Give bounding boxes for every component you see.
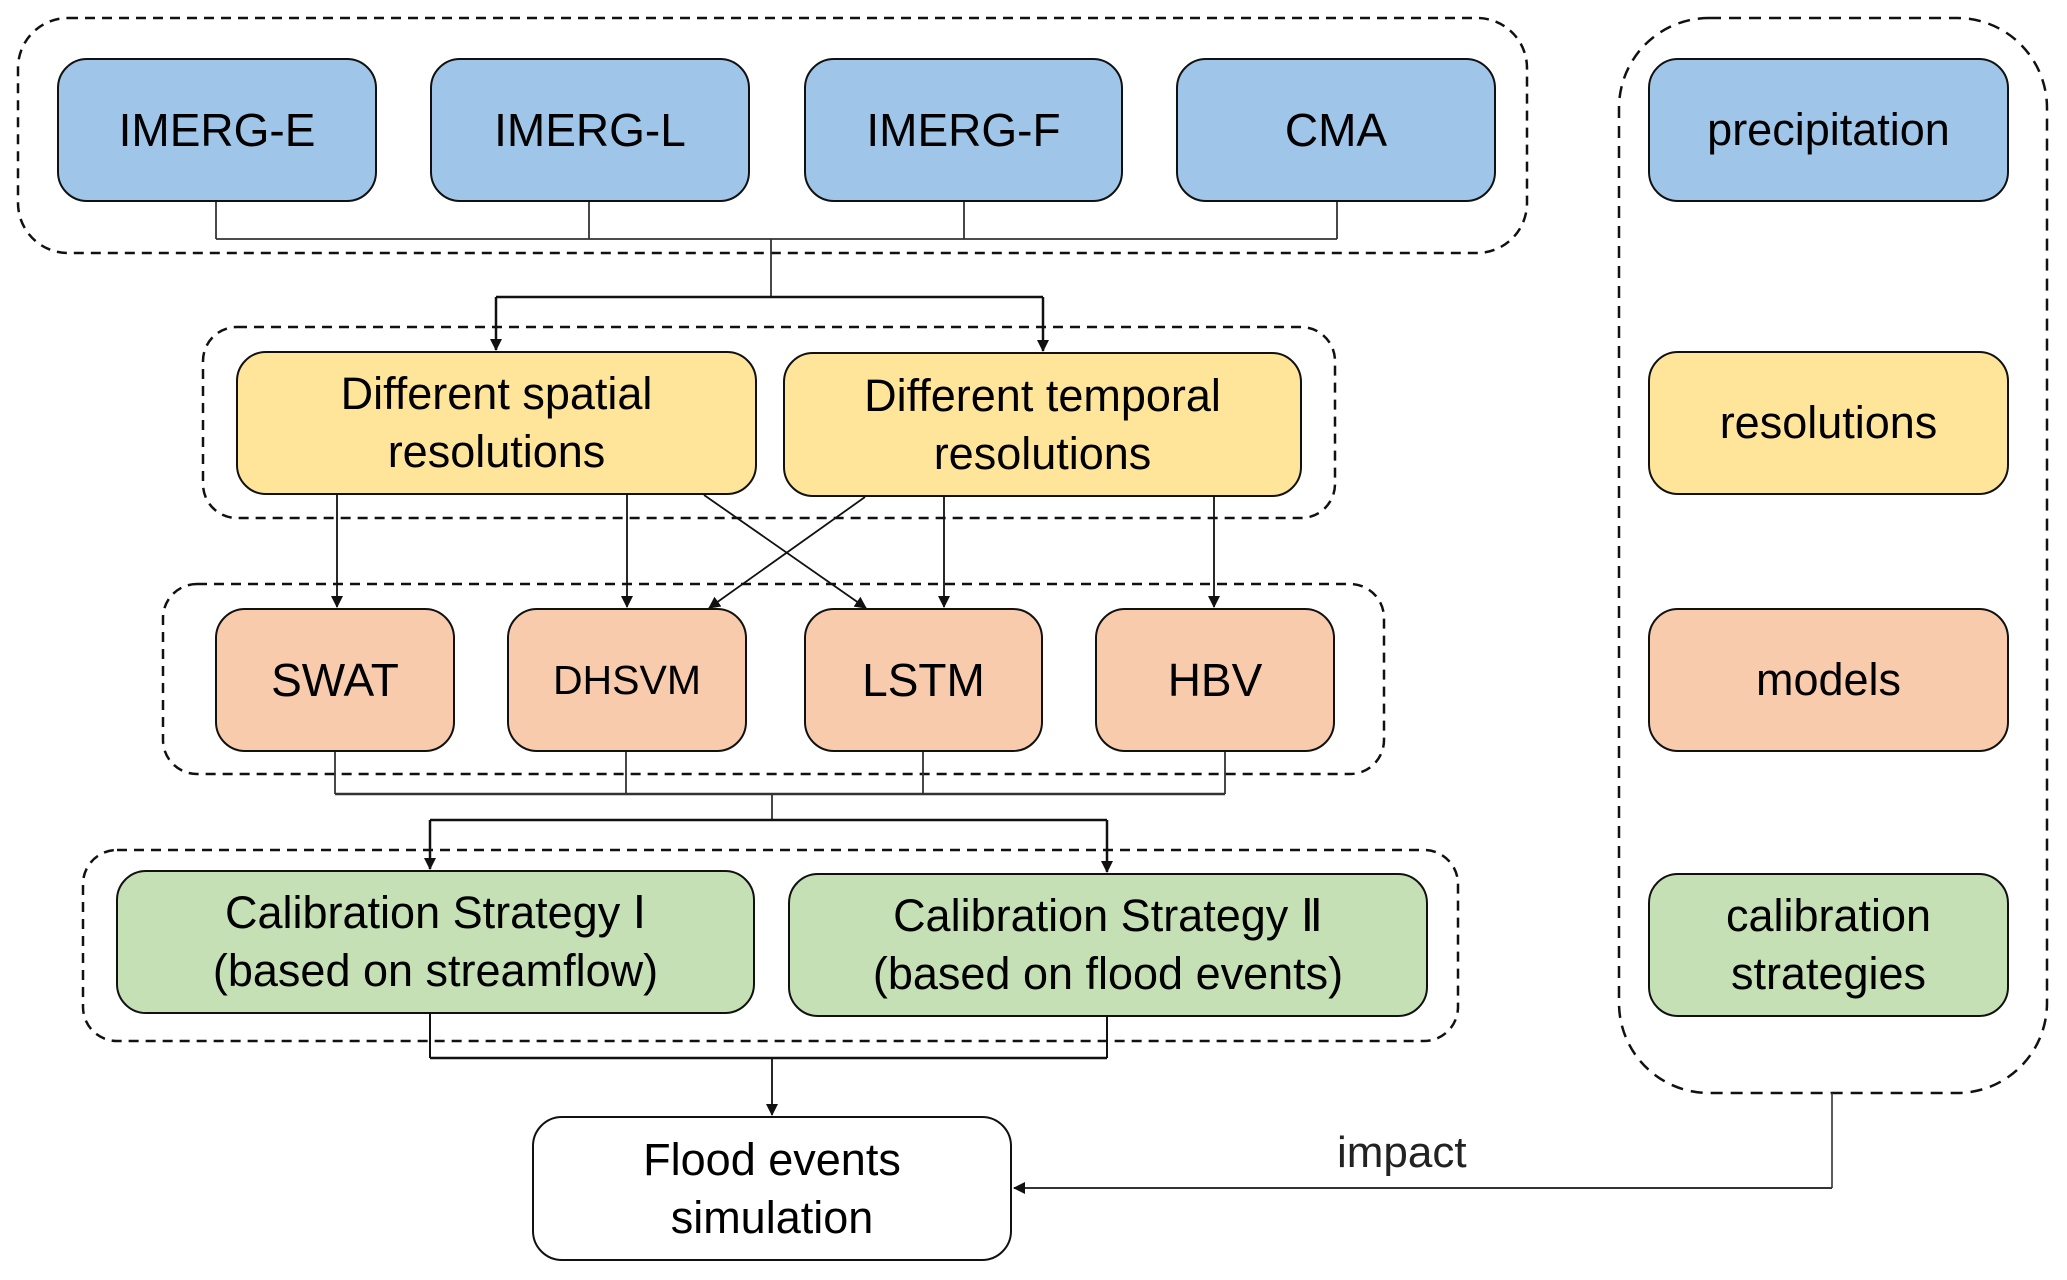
calibration-branch xyxy=(424,818,1113,873)
impact-arrow xyxy=(1013,1093,1833,1194)
legend-calibration-label-line1: calibration xyxy=(1725,890,1932,942)
cma-node: CMA xyxy=(1176,58,1496,202)
spatial-resolution-line1: Different spatial xyxy=(340,368,653,420)
dhsvm-label: DHSVM xyxy=(552,656,702,703)
imerg-f-label: IMERG-F xyxy=(866,103,1061,156)
legend-group xyxy=(1617,16,2049,1095)
calibration-group xyxy=(81,848,1460,1043)
cma-label: CMA xyxy=(1284,103,1388,156)
calibration-strategy-2-subtitle: (based on flood events) xyxy=(872,948,1344,999)
swat-node: SWAT xyxy=(215,608,455,752)
flood-simulation-node: Flood events simulation xyxy=(532,1116,1012,1261)
temporal-resolution-line2: resolutions xyxy=(933,427,1152,479)
calibration-strategy-1-title: Calibration Strategy Ⅰ xyxy=(225,887,646,939)
resolution-model-arrows xyxy=(331,494,1220,609)
hbv-node: HBV xyxy=(1095,608,1335,752)
temporal-resolution-node: Different temporal resolutions xyxy=(783,352,1302,497)
precipitation-group xyxy=(16,16,1529,255)
imerg-l-node: IMERG-L xyxy=(430,58,750,202)
imerg-e-label: IMERG-E xyxy=(118,103,316,156)
calibration-strategy-1-subtitle: (based on streamflow) xyxy=(212,945,659,996)
hbv-label: HBV xyxy=(1167,653,1263,706)
model-connector xyxy=(334,751,1226,820)
swat-label: SWAT xyxy=(271,653,399,706)
impact-label: impact xyxy=(1337,1128,1467,1177)
dhsvm-node: DHSVM xyxy=(507,608,747,752)
imerg-e-node: IMERG-E xyxy=(57,58,377,202)
legend-precipitation-label: precipitation xyxy=(1707,104,1950,156)
resolution-group xyxy=(201,325,1337,520)
resolution-branch xyxy=(490,295,1049,352)
model-group xyxy=(161,582,1386,776)
imerg-l-label: IMERG-L xyxy=(494,103,686,156)
lstm-label: LSTM xyxy=(862,653,985,706)
legend-models-label: models xyxy=(1755,654,1902,706)
temporal-resolution-line1: Different temporal xyxy=(864,369,1221,421)
legend-resolutions: resolutions xyxy=(1648,351,2009,495)
calibration-connector xyxy=(429,1014,1108,1116)
imerg-f-node: IMERG-F xyxy=(804,58,1123,202)
precipitation-connector xyxy=(215,202,1338,297)
legend-calibration-strategies: calibration strategies xyxy=(1648,873,2009,1017)
spatial-resolution-line2: resolutions xyxy=(387,426,606,477)
legend-precipitation: precipitation xyxy=(1648,58,2009,202)
calibration-strategy-1-node: Calibration Strategy Ⅰ (based on streamf… xyxy=(116,870,755,1014)
flood-simulation-line2: simulation xyxy=(670,1191,874,1243)
spatial-resolution-node: Different spatial resolutions xyxy=(236,351,757,495)
calibration-strategy-2-node: Calibration Strategy Ⅱ (based on flood e… xyxy=(788,873,1428,1017)
legend-models: models xyxy=(1648,608,2009,752)
legend-resolutions-label: resolutions xyxy=(1719,397,1938,449)
flood-simulation-line1: Flood events xyxy=(643,1133,901,1185)
lstm-node: LSTM xyxy=(804,608,1043,752)
calibration-strategy-2-title: Calibration Strategy Ⅱ xyxy=(893,890,1323,942)
legend-calibration-label-line2: strategies xyxy=(1730,948,1927,999)
